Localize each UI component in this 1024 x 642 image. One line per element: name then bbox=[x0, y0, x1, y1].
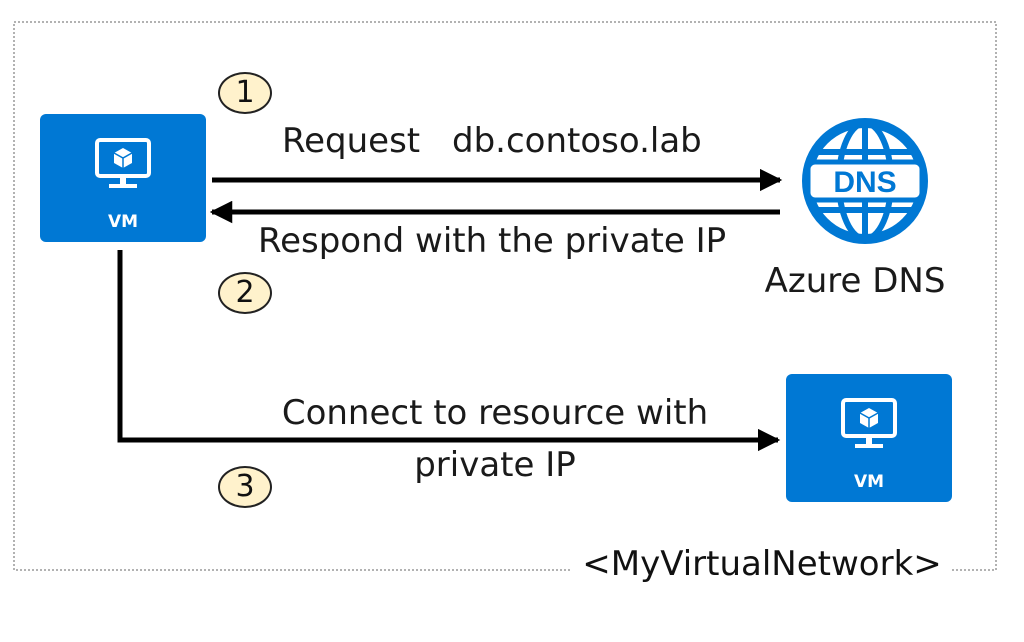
virtual-network-boundary bbox=[13, 21, 997, 571]
connect-label-line-2: private IP bbox=[414, 445, 576, 485]
step-2-badge: 2 bbox=[218, 272, 272, 314]
step-1-badge: 1 bbox=[218, 72, 272, 114]
respond-label: Respond with the private IP bbox=[258, 221, 727, 261]
virtual-network-label: <MyVirtualNetwork> bbox=[572, 541, 952, 587]
request-domain: db.contoso.lab bbox=[452, 121, 702, 161]
vm-label: VM bbox=[107, 212, 139, 232]
vm-monitor-icon bbox=[841, 398, 897, 448]
request-label: Request bbox=[282, 121, 421, 161]
source-vm[interactable]: VM bbox=[40, 114, 206, 242]
azure-dns-label: Azure DNS bbox=[764, 261, 946, 301]
vm-label: VM bbox=[853, 472, 885, 492]
target-vm[interactable]: VM bbox=[786, 374, 952, 502]
dns-icon-text: DNS bbox=[833, 166, 896, 199]
connect-arrow bbox=[117, 250, 781, 452]
dns-globe-icon[interactable]: DNS bbox=[800, 116, 930, 246]
vm-monitor-icon bbox=[95, 138, 151, 188]
connect-label-line-1: Connect to resource with bbox=[281, 393, 709, 433]
step-3-badge: 3 bbox=[218, 466, 272, 508]
